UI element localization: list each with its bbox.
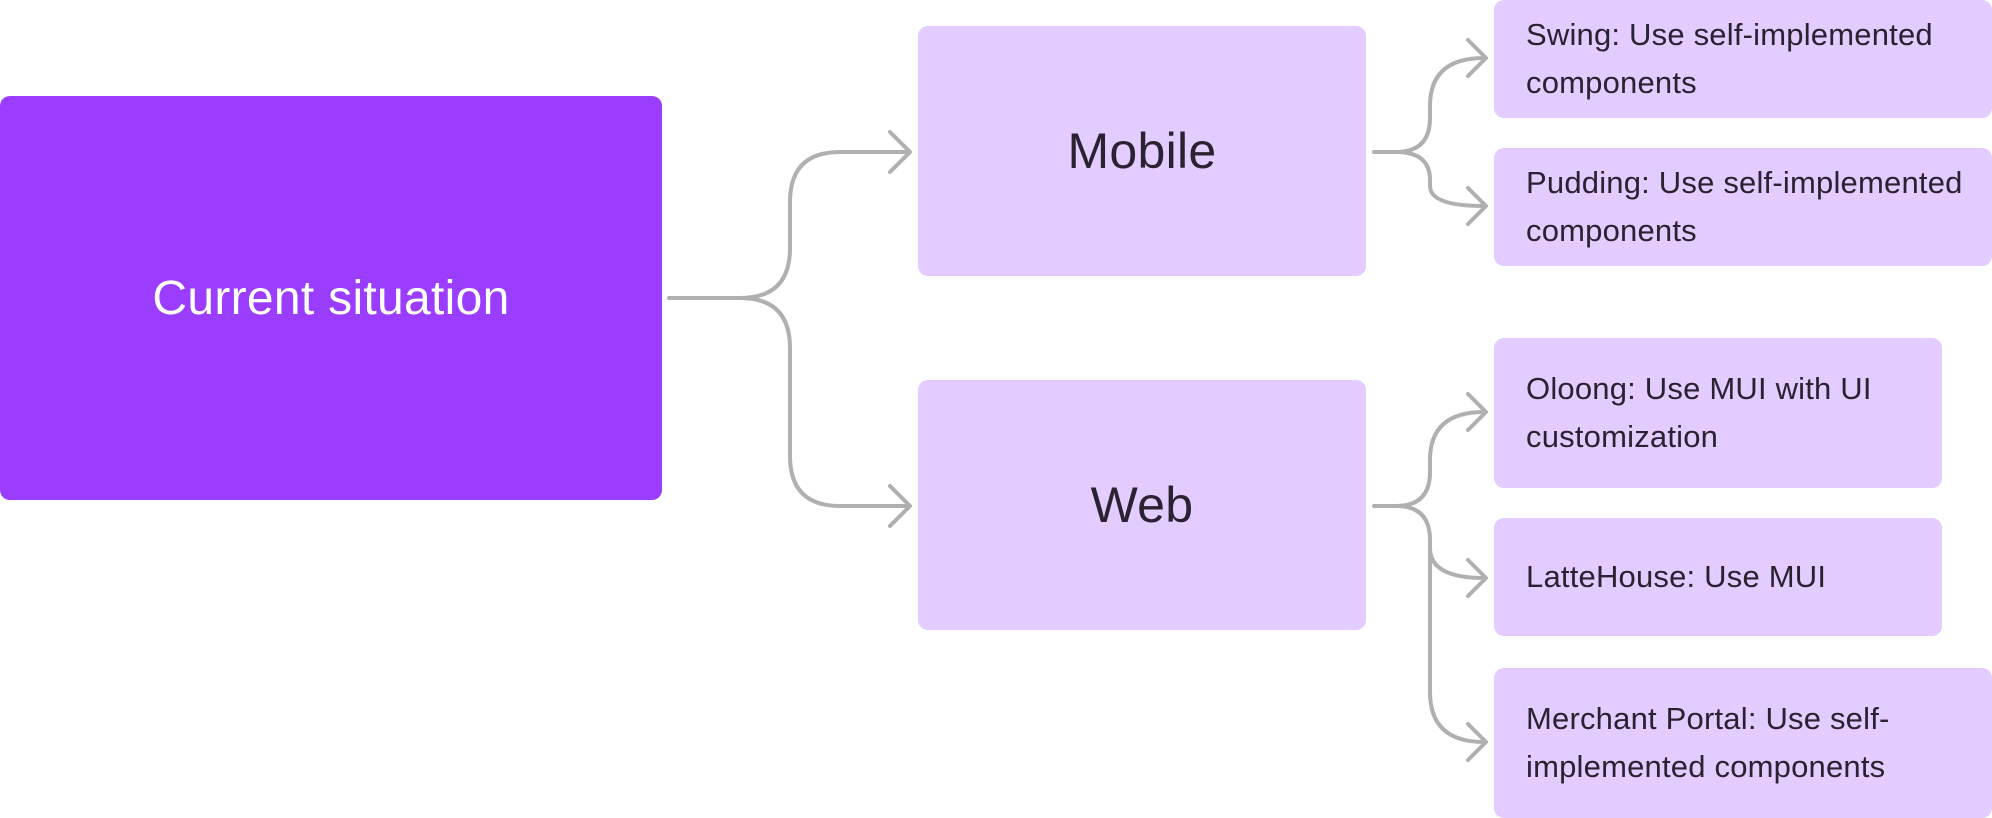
connector-mobile-to-swing [1372,56,1486,154]
leaf-node-swing[interactable]: Swing: Use self-implemented components [1494,0,1992,118]
arrowhead-icon [1466,38,1488,78]
root-node[interactable]: Current situation [0,96,662,500]
leaf-node-pudding[interactable]: Pudding: Use self-implemented components [1494,148,1992,266]
root-node-label: Current situation [152,271,510,325]
branch-node-label: Mobile [1067,123,1217,179]
leaf-node-lattehouse[interactable]: LatteHouse: Use MUI [1494,518,1942,636]
leaf-node-label: Oloong: Use MUI with UI customization [1526,371,1872,454]
branch-node-mobile[interactable]: Mobile [918,26,1366,276]
arrowhead-icon [888,484,912,528]
leaf-node-merchant-portal[interactable]: Merchant Portal: Use self-implemented co… [1494,668,1992,818]
leaf-node-label: Pudding: Use self-implemented components [1526,165,1963,248]
arrowhead-icon [1466,558,1488,598]
connector-web-to-merchant-portal [1428,538,1486,744]
leaf-node-oloong[interactable]: Oloong: Use MUI with UI customization [1494,338,1942,488]
connector-root-to-web [738,296,910,508]
connector-web-to-oloong [1372,410,1486,508]
arrowhead-icon [888,130,912,174]
leaf-node-label: LatteHouse: Use MUI [1526,559,1827,594]
leaf-node-label: Swing: Use self-implemented components [1526,17,1933,100]
arrowhead-icon [1466,186,1488,226]
arrowhead-icon [1466,392,1488,432]
connector-root-to-mobile [667,150,910,300]
arrowhead-icon [1466,722,1488,762]
branch-node-label: Web [1090,477,1194,533]
leaf-node-label: Merchant Portal: Use self-implemented co… [1526,701,1890,784]
connector-web-to-lattehouse [1394,504,1486,580]
branch-node-web[interactable]: Web [918,380,1366,630]
connector-mobile-to-pudding [1394,150,1486,208]
